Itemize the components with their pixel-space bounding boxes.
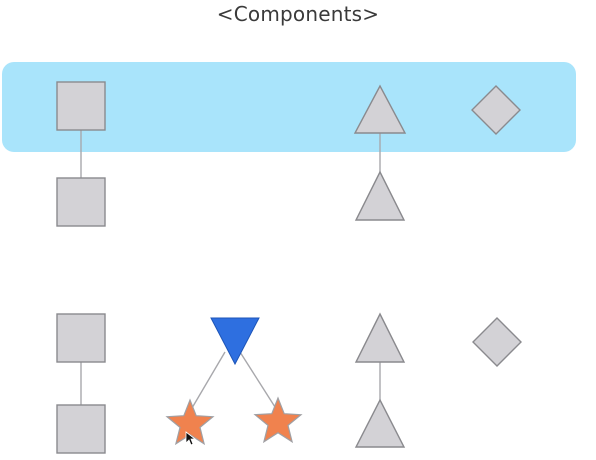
diagram-title: <Components>: [216, 2, 380, 26]
mouse-cursor-icon: [185, 431, 197, 446]
square-component-bottom[interactable]: [56, 313, 106, 363]
square-component-top[interactable]: [56, 81, 106, 131]
square-child-top[interactable]: [56, 177, 106, 227]
star-child-right[interactable]: [253, 396, 303, 444]
diamond-component-bottom[interactable]: [472, 317, 522, 367]
triangle-child-bottom[interactable]: [354, 398, 406, 448]
diamond-component-top[interactable]: [471, 85, 521, 135]
triangle-component-top[interactable]: [353, 84, 407, 134]
square-child-bottom[interactable]: [56, 404, 106, 454]
connector-blue-left-star: [191, 351, 226, 409]
triangle-component-bottom[interactable]: [354, 312, 406, 363]
connector-blue-right-star: [239, 351, 276, 408]
inverted-triangle-active-component[interactable]: [210, 317, 260, 366]
triangle-child-top[interactable]: [354, 170, 406, 221]
